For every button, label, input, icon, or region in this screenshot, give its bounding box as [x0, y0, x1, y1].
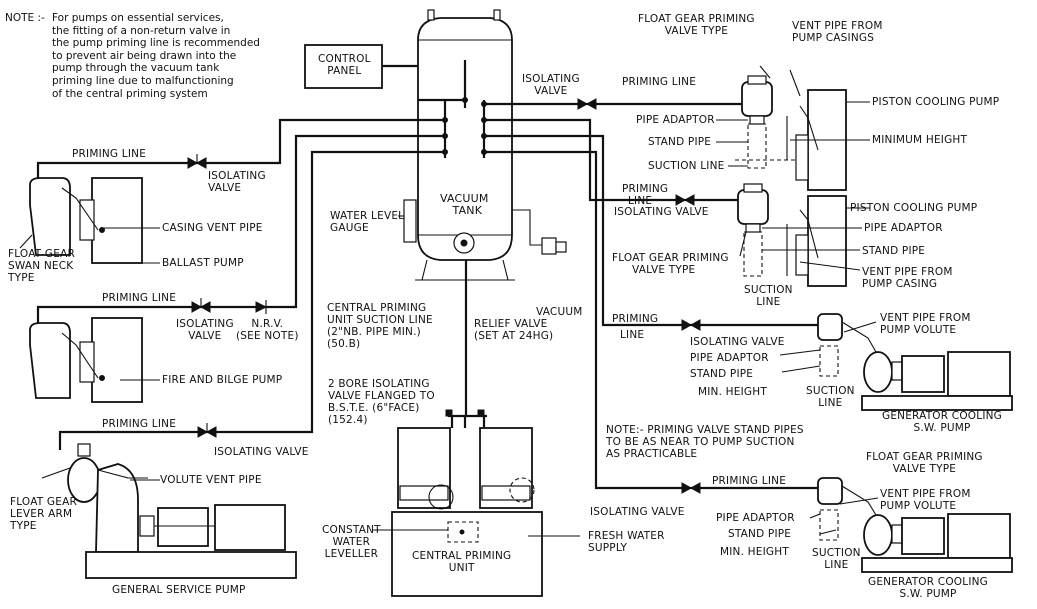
- piston-cooling-pump-1: [735, 75, 847, 191]
- isolating-valve-piston2-label: ISOLATING VALVE: [614, 206, 709, 218]
- nrv-fire: [255, 300, 268, 314]
- tank-header-pipes-right: [481, 100, 512, 158]
- pipe-adaptor-2-label: PIPE ADAPTOR: [864, 222, 943, 234]
- note-line: pump through the vacuum tank: [52, 62, 220, 75]
- stand-pipe-4-label: STAND PIPE: [728, 528, 792, 540]
- isolating-valve-ballast: [187, 154, 207, 169]
- note-prefix: NOTE :-: [5, 12, 45, 24]
- priming-line-gen1: [512, 134, 818, 327]
- isolating-valve-piston1: [577, 98, 597, 110]
- volute-vent-pipe-label: VOLUTE VENT PIPE: [160, 474, 262, 486]
- generator-cooling-pump-1: [817, 313, 1013, 411]
- min-height-4-label: MIN. HEIGHT: [720, 546, 789, 558]
- vacuum-tank: [403, 9, 515, 281]
- casing-vent-pipe-label: CASING VENT PIPE: [162, 222, 263, 234]
- note-line: priming line due to malfunctioning: [52, 74, 234, 87]
- tank-header-pipes-left: [418, 60, 468, 158]
- isolating-valve-gen1-label: ISOLATING VALVE: [690, 336, 785, 348]
- isolating-valve-gen2-label: ISOLATING VALVE: [590, 506, 685, 518]
- vacuum-relief-valve: [512, 209, 567, 255]
- piston-cooling-pump-2: [737, 183, 847, 287]
- min-height-3-label: MIN. HEIGHT: [698, 386, 767, 398]
- priming-line-piston1-label: PRIMING LINE: [622, 76, 697, 88]
- priming-line-general: [58, 150, 418, 450]
- note-line: the fitting of a non-return valve in: [52, 24, 231, 37]
- priming-line-fire-label: PRIMING LINE: [102, 292, 177, 304]
- priming-line-general-label: PRIMING LINE: [102, 418, 177, 430]
- nrv-label: N.R.V.(SEE NOTE): [236, 318, 299, 342]
- leader-lines: [19, 65, 879, 537]
- pipe-adaptor-3-label: PIPE ADAPTOR: [690, 352, 769, 364]
- priming-line-ballast: [36, 118, 418, 205]
- priming-line-ballast-label: PRIMING LINE: [72, 148, 147, 160]
- note-line: For pumps on essential services,: [52, 12, 224, 24]
- isolating-valve-piston2: [675, 194, 695, 206]
- fire-bilge-pump: [29, 317, 143, 403]
- central-priming-unit: [391, 260, 543, 597]
- ballast-pump-label: BALLAST PUMP: [162, 257, 244, 269]
- isolating-valve-gen2: [681, 482, 701, 494]
- piston-cooling-pump-1-label: PISTON COOLING PUMP: [872, 96, 1000, 108]
- priming-line-fire: [36, 134, 418, 345]
- ballast-pump: [29, 177, 143, 264]
- general-service-pump: [67, 443, 297, 579]
- minimum-height-label: MINIMUM HEIGHT: [872, 134, 968, 146]
- isolating-valve-general-label: ISOLATING VALVE: [214, 446, 309, 458]
- stand-pipe-2-label: STAND PIPE: [862, 245, 926, 257]
- fire-bilge-pump-label: FIRE AND BILGE PUMP: [162, 374, 283, 386]
- stand-pipe-1-label: STAND PIPE: [648, 136, 712, 148]
- note-text: For pumps on essential services, the fit…: [52, 12, 260, 100]
- pipe-adaptor-4-label: PIPE ADAPTOR: [716, 512, 795, 524]
- suction-line-1-label: SUCTION LINE: [648, 160, 725, 172]
- general-service-pump-label: GENERAL SERVICE PUMP: [112, 584, 246, 596]
- priming-line-gen2-label: PRIMING LINE: [712, 475, 787, 487]
- piston-cooling-pump-2-label: PISTON COOLING PUMP: [850, 202, 978, 214]
- note-line: the pump priming line is recommended: [52, 37, 260, 50]
- isolating-valve-general: [197, 423, 217, 438]
- generator-cooling-pump-2: [817, 477, 1013, 573]
- pipe-adaptor-1-label: PIPE ADAPTOR: [636, 114, 715, 126]
- priming-line-gen2: [512, 150, 818, 490]
- stand-pipe-3-label: STAND PIPE: [690, 368, 754, 380]
- isolating-valve-gen1: [681, 319, 701, 331]
- note-line: to prevent air being drawn into the: [52, 49, 237, 62]
- vacuum-relief-valve-label: VACUUM RELIEF VALVE (SET AT 24HG): [474, 306, 583, 342]
- control-panel-box: [304, 44, 383, 89]
- note-line: of the central priming system: [52, 87, 208, 100]
- isolating-valve-fire: [191, 298, 211, 313]
